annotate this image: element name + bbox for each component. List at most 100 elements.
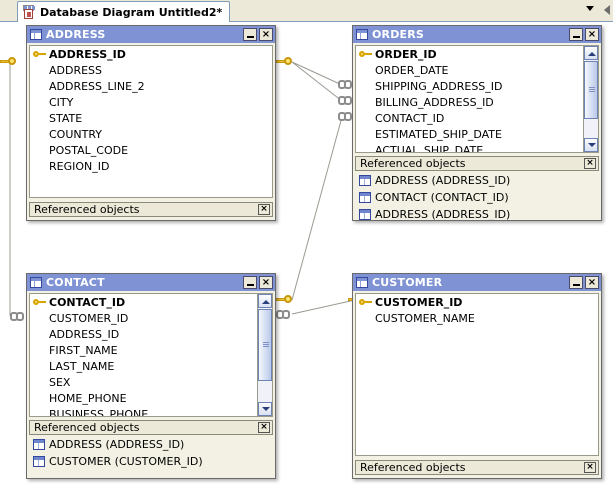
scroll-left-icon[interactable]: [604, 5, 610, 15]
table-title: ADDRESS: [46, 28, 106, 41]
table-title: CUSTOMER: [372, 276, 443, 289]
column-row[interactable]: ORDER_DATE: [356, 62, 598, 78]
referenced-objects-list[interactable]: ADDRESS (ADDRESS_ID) CONTACT (CONTACT_ID…: [355, 172, 599, 220]
reference-label: ADDRESS (ADDRESS_ID): [49, 438, 185, 451]
column-row[interactable]: CONTACT_ID: [356, 110, 598, 126]
scrollbar-vertical[interactable]: [583, 46, 598, 152]
reference-label: ADDRESS (ADDRESS_ID): [375, 174, 511, 187]
column-name: BUSINESS_PHONE: [49, 407, 149, 417]
scrollbar-thumb[interactable]: [258, 309, 272, 381]
column-row[interactable]: ACTUAL_SHIP_DATE: [356, 142, 598, 153]
column-row[interactable]: BUSINESS_PHONE: [30, 406, 272, 417]
table-icon: [33, 439, 45, 450]
column-name: CONTACT_ID: [49, 295, 126, 309]
scroll-up-button[interactable]: [584, 46, 598, 60]
list-item[interactable]: CUSTOMER (CUSTOMER_ID): [29, 453, 273, 470]
column-row[interactable]: CUSTOMER_ID: [30, 310, 272, 326]
column-row[interactable]: LAST_NAME: [30, 358, 272, 374]
column-name: BILLING_ADDRESS_ID: [375, 95, 494, 109]
minimize-button[interactable]: [569, 276, 583, 289]
minimize-button[interactable]: [243, 276, 257, 289]
close-icon[interactable]: ×: [585, 28, 599, 41]
column-row[interactable]: ADDRESS_LINE_2: [30, 78, 272, 94]
column-row[interactable]: ADDRESS_ID: [30, 46, 272, 62]
scrollbar-vertical[interactable]: [257, 294, 272, 416]
column-name: ORDER_DATE: [375, 63, 449, 77]
close-icon[interactable]: ×: [259, 28, 273, 41]
tab-strip: Database Diagram Untitled2*: [0, 0, 613, 22]
close-icon[interactable]: ×: [258, 422, 270, 433]
list-item[interactable]: ADDRESS (ADDRESS_ID): [355, 172, 599, 189]
referenced-objects-list[interactable]: ADDRESS (ADDRESS_ID) CUSTOMER (CUSTOMER_…: [29, 436, 273, 476]
column-list[interactable]: CUSTOMER_ID CUSTOMER_NAME: [355, 293, 599, 456]
table-titlebar[interactable]: CUSTOMER ×: [353, 274, 601, 291]
column-name: ORDER_ID: [375, 47, 437, 61]
column-name: SEX: [49, 375, 71, 389]
column-name: HOME_PHONE: [49, 391, 127, 405]
column-name: FIRST_NAME: [49, 343, 118, 357]
minimize-button[interactable]: [569, 28, 583, 41]
column-list[interactable]: ADDRESS_ID ADDRESS ADDRESS_LINE_2 CITY S…: [29, 45, 273, 198]
table-icon: [30, 29, 42, 40]
referenced-objects-label: Referenced objects: [34, 421, 140, 434]
column-row[interactable]: CONTACT_ID: [30, 294, 272, 310]
diagram-canvas[interactable]: ADDRESS × ADDRESS_ID ADDRESS ADDRESS_LIN…: [0, 22, 613, 484]
fk-endpoint-orders-contact: [338, 112, 355, 121]
list-item[interactable]: ADDRESS (ADDRESS_ID): [355, 206, 599, 220]
pk-endpoint-address-right: [276, 56, 292, 67]
table-titlebar[interactable]: CONTACT ×: [27, 274, 275, 291]
table-titlebar[interactable]: ORDERS ×: [353, 26, 601, 43]
referenced-objects-header: Referenced objects ×: [355, 156, 599, 171]
column-name: CITY: [49, 95, 74, 109]
column-row[interactable]: BILLING_ADDRESS_ID: [356, 94, 598, 110]
table-icon: [356, 29, 368, 40]
column-row[interactable]: SEX: [30, 374, 272, 390]
column-list[interactable]: CONTACT_ID CUSTOMER_ID ADDRESS_ID FIRST_…: [29, 293, 273, 417]
close-icon[interactable]: ×: [584, 158, 596, 169]
column-name: STATE: [49, 111, 83, 125]
tab-database-diagram[interactable]: Database Diagram Untitled2*: [17, 1, 231, 22]
list-item[interactable]: CONTACT (CONTACT_ID): [355, 189, 599, 206]
column-list[interactable]: ORDER_ID ORDER_DATE SHIPPING_ADDRESS_ID …: [355, 45, 599, 153]
referenced-objects-label: Referenced objects: [360, 157, 466, 170]
column-row[interactable]: SHIPPING_ADDRESS_ID: [356, 78, 598, 94]
table-titlebar[interactable]: ADDRESS ×: [27, 26, 275, 43]
scroll-down-button[interactable]: [584, 138, 598, 152]
table-window-orders[interactable]: ORDERS × ORDER_ID ORDER_DATE SHIPPING_AD…: [352, 25, 602, 221]
table-window-address[interactable]: ADDRESS × ADDRESS_ID ADDRESS ADDRESS_LIN…: [26, 25, 276, 221]
table-window-customer[interactable]: CUSTOMER × CUSTOMER_ID CUSTOMER_NAME Ref…: [352, 273, 602, 479]
close-icon[interactable]: ×: [584, 462, 596, 473]
column-row[interactable]: ADDRESS_ID: [30, 326, 272, 342]
column-name: POSTAL_CODE: [49, 143, 129, 157]
referenced-objects-label: Referenced objects: [34, 203, 140, 216]
close-icon[interactable]: ×: [259, 276, 273, 289]
column-row[interactable]: CUSTOMER_ID: [356, 294, 598, 310]
minimize-button[interactable]: [243, 28, 257, 41]
table-window-contact[interactable]: CONTACT × CONTACT_ID CUSTOMER_ID ADDRESS…: [26, 273, 276, 479]
key-icon: [33, 296, 46, 308]
column-row[interactable]: CITY: [30, 94, 272, 110]
close-icon[interactable]: ×: [585, 276, 599, 289]
column-row[interactable]: COUNTRY: [30, 126, 272, 142]
column-row[interactable]: REGION_ID: [30, 158, 272, 174]
column-row[interactable]: ESTIMATED_SHIP_DATE: [356, 126, 598, 142]
column-row[interactable]: CUSTOMER_NAME: [356, 310, 598, 326]
column-row[interactable]: HOME_PHONE: [30, 390, 272, 406]
referenced-objects-label: Referenced objects: [360, 461, 466, 474]
column-row[interactable]: ADDRESS: [30, 62, 272, 78]
column-name: ADDRESS_LINE_2: [49, 79, 145, 93]
close-icon[interactable]: ×: [258, 204, 270, 215]
column-row[interactable]: POSTAL_CODE: [30, 142, 272, 158]
column-row[interactable]: ORDER_ID: [356, 46, 598, 62]
column-row[interactable]: FIRST_NAME: [30, 342, 272, 358]
chevron-down-icon[interactable]: [586, 6, 594, 11]
scroll-down-button[interactable]: [258, 402, 272, 416]
scrollbar-thumb[interactable]: [584, 61, 598, 119]
list-item[interactable]: ADDRESS (ADDRESS_ID): [29, 436, 273, 453]
column-name: ADDRESS_ID: [49, 327, 120, 341]
scroll-up-button[interactable]: [258, 294, 272, 308]
pk-endpoint-address-left: [0, 56, 16, 67]
column-name: CUSTOMER_NAME: [375, 311, 475, 325]
column-row[interactable]: STATE: [30, 110, 272, 126]
table-icon: [356, 277, 368, 288]
